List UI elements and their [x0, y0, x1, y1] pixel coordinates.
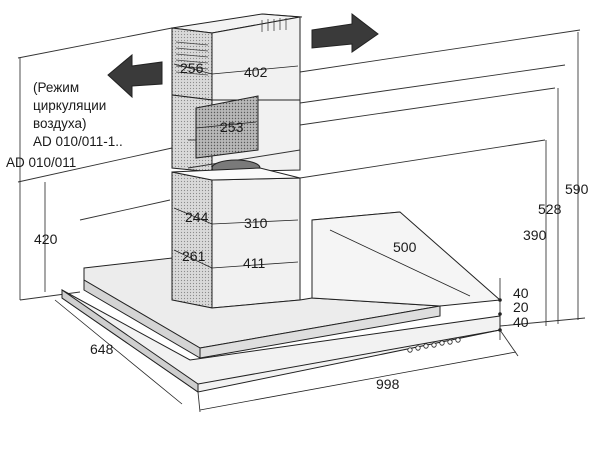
dim-590: 590: [565, 181, 589, 197]
dim-40-top: 40: [513, 285, 529, 301]
dim-648: 648: [90, 341, 114, 357]
lower-chimney: [171, 167, 301, 309]
middle-chimney: [171, 94, 301, 173]
dim-40-bottom: 40: [513, 314, 529, 330]
dim-500: 500: [393, 239, 417, 255]
mode-line-2: циркуляции: [33, 98, 106, 113]
reference-lines: [17, 13, 581, 301]
arrow-right-icon: [311, 12, 379, 53]
dim-528: 528: [538, 201, 562, 217]
dim-253: 253: [220, 119, 244, 135]
dim-390: 390: [523, 227, 547, 243]
mode-line-3: воздуха): [33, 116, 87, 131]
dim-244: 244: [185, 209, 209, 225]
control-buttons: [407, 337, 461, 353]
model-standard-label: AD 010/011: [6, 155, 76, 170]
dim-20: 20: [513, 299, 529, 315]
dim-998: 998: [376, 376, 400, 392]
dim-411: 411: [243, 255, 266, 271]
dimension-lines: [19, 32, 586, 413]
arrow-left-icon: [107, 53, 163, 99]
dim-256: 256: [180, 60, 204, 76]
upper-chimney: [171, 13, 301, 101]
dimension-labels: 256 402 253 244 310 261 411 420 500 390 …: [34, 60, 589, 392]
model-circulation-label: AD 010/011-1..: [33, 134, 123, 149]
mode-note: (Режим циркуляции воздуха) AD 010/011-1.…: [6, 80, 123, 170]
hood-canopy: [61, 211, 502, 393]
dim-310: 310: [244, 215, 268, 231]
dim-420: 420: [34, 231, 58, 247]
dim-261: 261: [182, 248, 206, 264]
mode-line-1: (Режим: [33, 80, 79, 95]
vent-slots: [175, 18, 287, 76]
dim-402: 402: [244, 64, 268, 80]
